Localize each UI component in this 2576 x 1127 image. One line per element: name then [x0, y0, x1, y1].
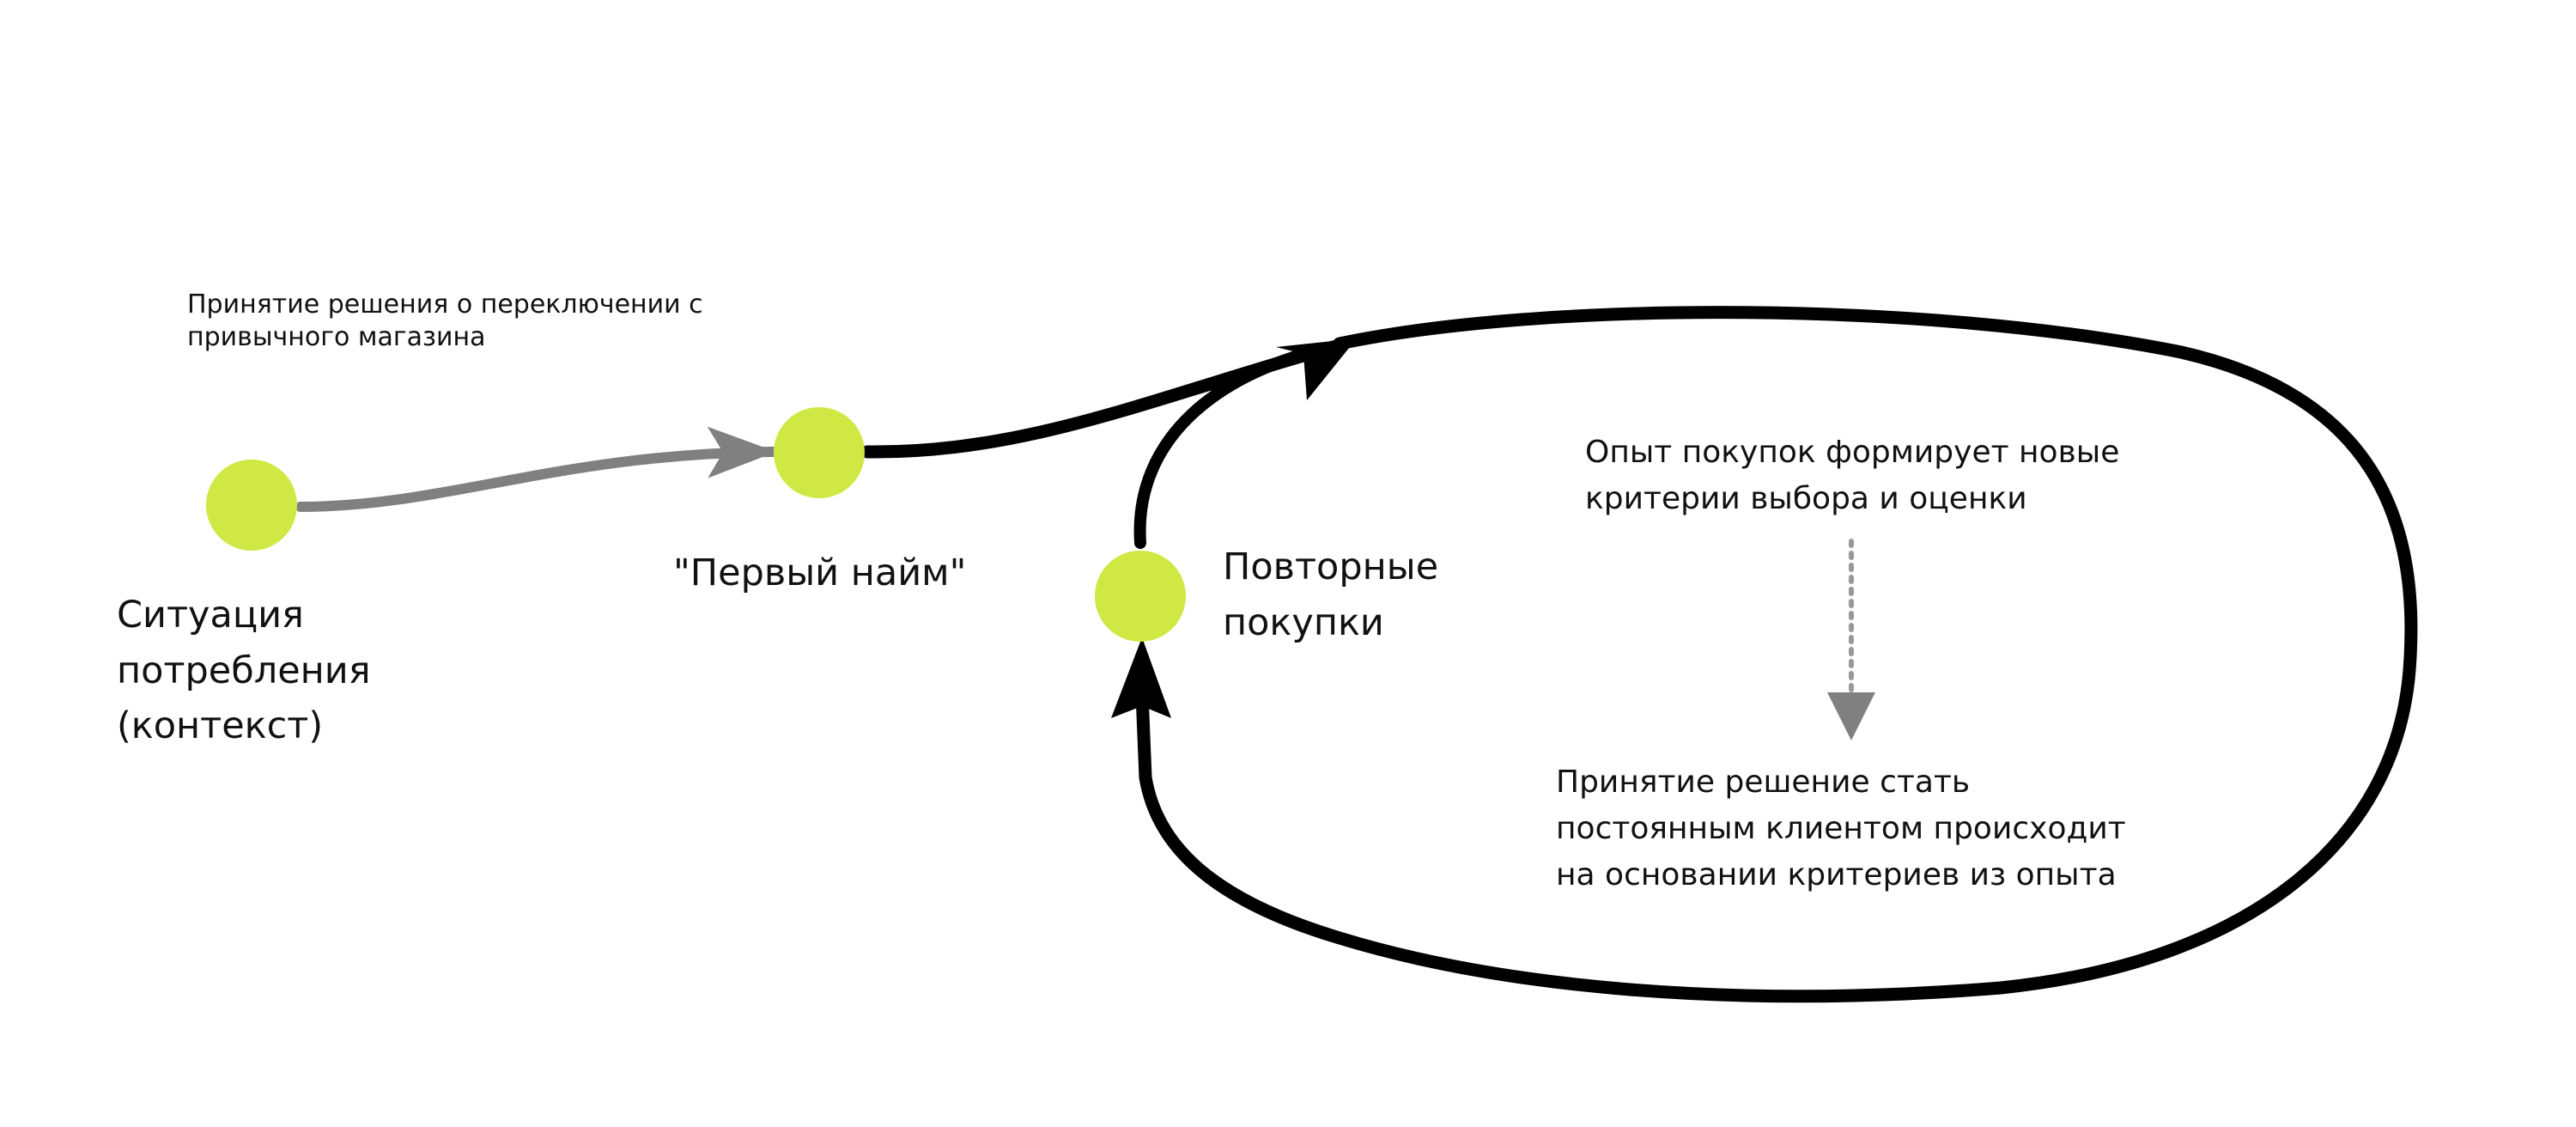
edge-context-to-first: [295, 426, 778, 512]
node-first-hire: [774, 407, 865, 498]
edge-repeat-to-loop: [1133, 339, 1346, 549]
annotation-loyalty-decision: Принятие решение стать постоянным клиент…: [1556, 765, 2126, 892]
label-context: Ситуация потребления (контекст): [117, 594, 371, 747]
label-first-hire: "Первый найм": [673, 551, 967, 594]
node-context: [206, 460, 297, 551]
node-repeat: [1095, 551, 1186, 642]
label-repeat-purchases: Повторные покупки: [1223, 545, 1439, 644]
arrowhead-dotted: [1827, 692, 1875, 740]
arrowhead-loop-entry: [1276, 338, 1357, 400]
annotation-experience: Опыт покупок формирует новые критерии вы…: [1585, 435, 2120, 516]
arrowhead-loop-return: [1111, 637, 1171, 718]
annotation-switch-decision: Принятие решения о переключении с привыч…: [187, 289, 703, 353]
feedback-loop: [1135, 306, 2418, 1003]
